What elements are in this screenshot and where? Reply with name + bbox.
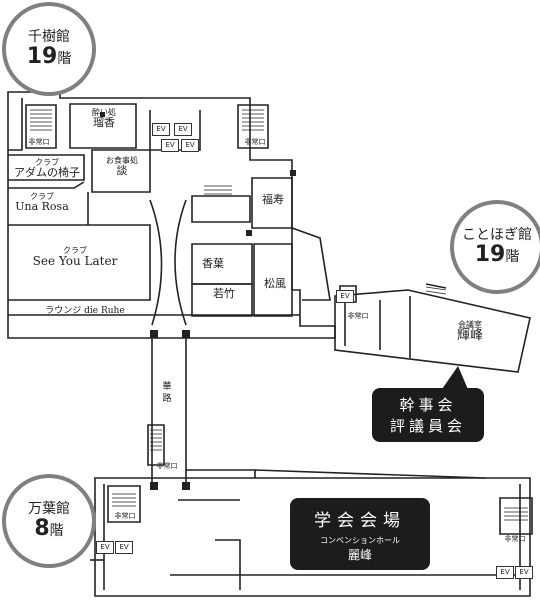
manyo-floor-unit: 階: [49, 523, 64, 540]
room-koyo: 香葉: [202, 257, 224, 270]
room-fukuju: 福寿: [262, 193, 284, 206]
ev-icon: EV: [496, 566, 514, 579]
room-kiho-name: 輝峰: [456, 328, 483, 344]
manyo-building-badge: 万葉館 8階: [2, 474, 96, 568]
senju-name: 千樹館: [28, 28, 70, 45]
kotohogi-floor: 19: [474, 242, 506, 268]
room-yoidokoro-name: 瑠香: [93, 116, 115, 130]
room-lounge: ラウンジ die Ruhe: [45, 306, 125, 316]
ev-icon: EV: [515, 566, 533, 579]
manyo-floor: 8: [34, 516, 50, 542]
emergency-exit-label: 非常口: [347, 312, 369, 320]
callout-gakkai-venue: 学会会場 コンベンションホール 麗峰: [290, 498, 430, 570]
ev-icon: EV: [115, 541, 133, 554]
room-kiho: 会議室 輝峰: [440, 320, 500, 344]
ev-icon: EV: [161, 139, 179, 152]
ev-icon: EV: [96, 541, 114, 554]
ev-icon: EV: [174, 123, 192, 136]
ev-icon: EV: [336, 290, 354, 303]
emergency-exit-label: 非常口: [28, 138, 50, 146]
room-seeyoulater-name: See You Later: [32, 254, 118, 269]
callout-kanjikai-line2: 評議員会: [389, 417, 466, 435]
room-dan: お食事処 談: [96, 156, 148, 178]
callout-kanjikai: 幹事会 評議員会: [372, 388, 484, 442]
room-seeyoulater-type: クラブ: [63, 246, 87, 255]
kotohogi-building-badge: ことほぎ館 19階: [450, 200, 540, 294]
senju-floor: 19: [26, 44, 58, 70]
room-adam-name: アダムの椅子: [14, 166, 80, 180]
emergency-exit-label: 非常口: [244, 138, 266, 146]
callout-gakkai-title: 学会会場: [314, 510, 406, 531]
senju-building-badge: 千樹館 19階: [2, 2, 96, 96]
kotohogi-floor-unit: 階: [505, 249, 520, 266]
corridor-kaji: 華路: [162, 382, 172, 404]
callout-pointer: [440, 366, 470, 394]
senju-floor-unit: 階: [57, 51, 72, 68]
room-unarosa-type: クラブ: [30, 192, 54, 201]
room-dan-type: お食事処: [106, 156, 138, 165]
callout-kanjikai-line1: 幹事会: [399, 396, 457, 414]
room-yoidokoro: 酔い処 瑠香: [82, 108, 126, 130]
emergency-exit-label: 非常口: [504, 535, 526, 543]
ev-icon: EV: [181, 139, 199, 152]
manyo-name: 万葉館: [28, 500, 70, 517]
hall-type: コンベンションホール: [320, 535, 400, 545]
emergency-exit-label: 非常口: [156, 462, 178, 470]
kotohogi-name: ことほぎ館: [462, 226, 532, 243]
room-kiho-type: 会議室: [458, 320, 482, 329]
hall-name: 麗峰: [347, 547, 372, 562]
room-shofu: 松風: [264, 277, 286, 290]
room-adam: クラブ アダムの椅子: [10, 158, 84, 180]
room-unarosa-name: Una Rosa: [15, 200, 69, 214]
room-seeyoulater: クラブ See You Later: [20, 246, 130, 269]
room-dan-name: 談: [116, 164, 128, 178]
room-adam-type: クラブ: [35, 158, 59, 167]
room-wakatake: 若竹: [213, 287, 235, 300]
room-yoidokoro-type: 酔い処: [92, 108, 116, 117]
emergency-exit-label: 非常口: [114, 512, 136, 520]
ev-icon: EV: [152, 123, 170, 136]
room-unarosa: クラブ Una Rosa: [10, 192, 74, 214]
